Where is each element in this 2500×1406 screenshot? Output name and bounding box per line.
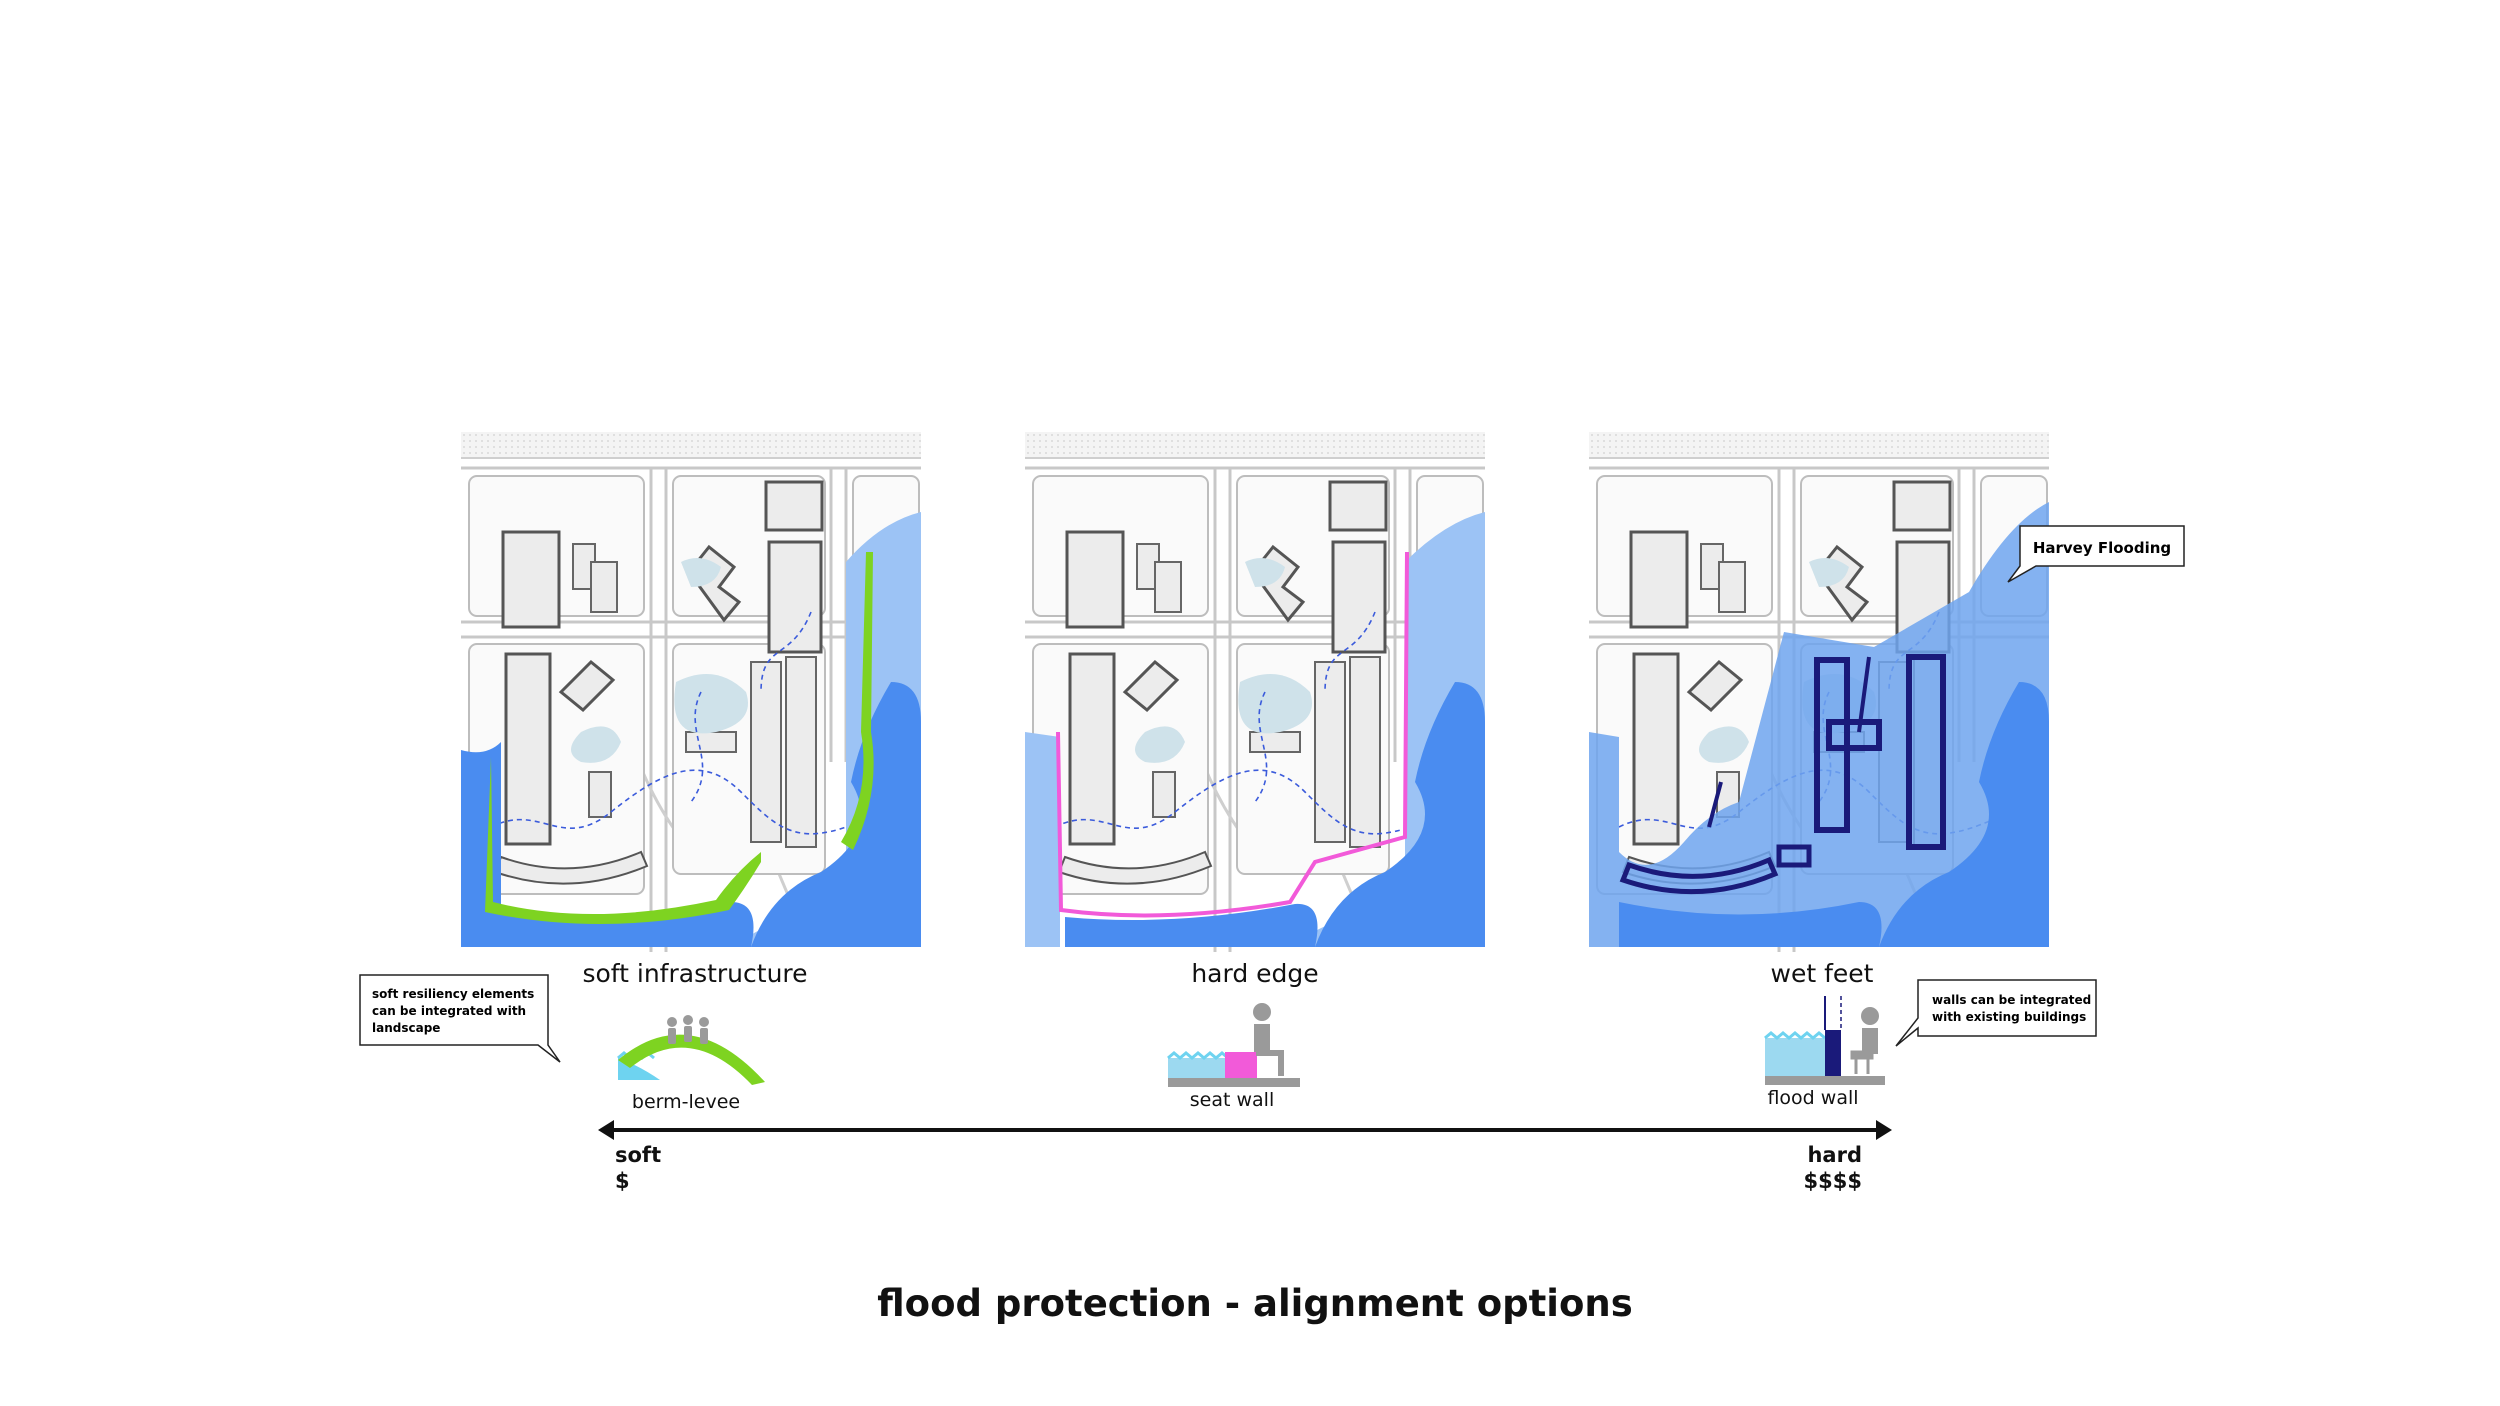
berm-levee-label: berm-levee [632,1091,740,1113]
site-plan-soft-infrastructure [459,430,923,954]
panel-label-hard-edge: hard edge [1191,959,1318,988]
callout-soft-line-1: soft resiliency elements [372,987,534,1001]
callout-soft-line-2: can be integrated with [372,1004,526,1018]
berm-levee-alignment [485,757,761,925]
callout-soft-resiliency: soft resiliency elements can be integrat… [359,974,561,1063]
callout-walls-line-1: walls can be integrated [1932,993,2091,1007]
callout-walls-integrated: walls can be integrated with existing bu… [1895,979,2097,1047]
scale-soft-cost: $ [615,1169,630,1193]
harvey-flooding-label: Harvey Flooding [2033,539,2171,557]
flood-wall-label: flood wall [1767,1087,1858,1109]
diagram-title: flood protection - alignment options [877,1282,1633,1325]
berm-levee-icon [617,1015,765,1085]
scale-hard-label: hard [1807,1143,1862,1167]
callout-harvey-flooding: Harvey Flooding [2007,525,2185,583]
scale-hard-cost: $$$$ [1804,1169,1862,1193]
seat-wall-alignment [1056,551,1409,918]
site-plan-wet-feet [1587,430,2051,954]
callout-soft-line-3: landscape [372,1021,440,1035]
callout-walls-line-2: with existing buildings [1932,1010,2086,1024]
panel-label-wet-feet: wet feet [1771,959,1874,988]
soft-hard-scale-arrow [598,1120,1892,1140]
scale-soft-label: soft [615,1143,661,1167]
panel-label-soft-infrastructure: soft infrastructure [582,959,807,988]
site-plan-hard-edge [1023,430,1487,954]
seat-wall-icon [1167,1003,1300,1087]
flood-wall-icon [1764,996,1885,1085]
berm-levee-alignment-east [841,552,874,850]
seat-wall-label: seat wall [1190,1089,1274,1111]
